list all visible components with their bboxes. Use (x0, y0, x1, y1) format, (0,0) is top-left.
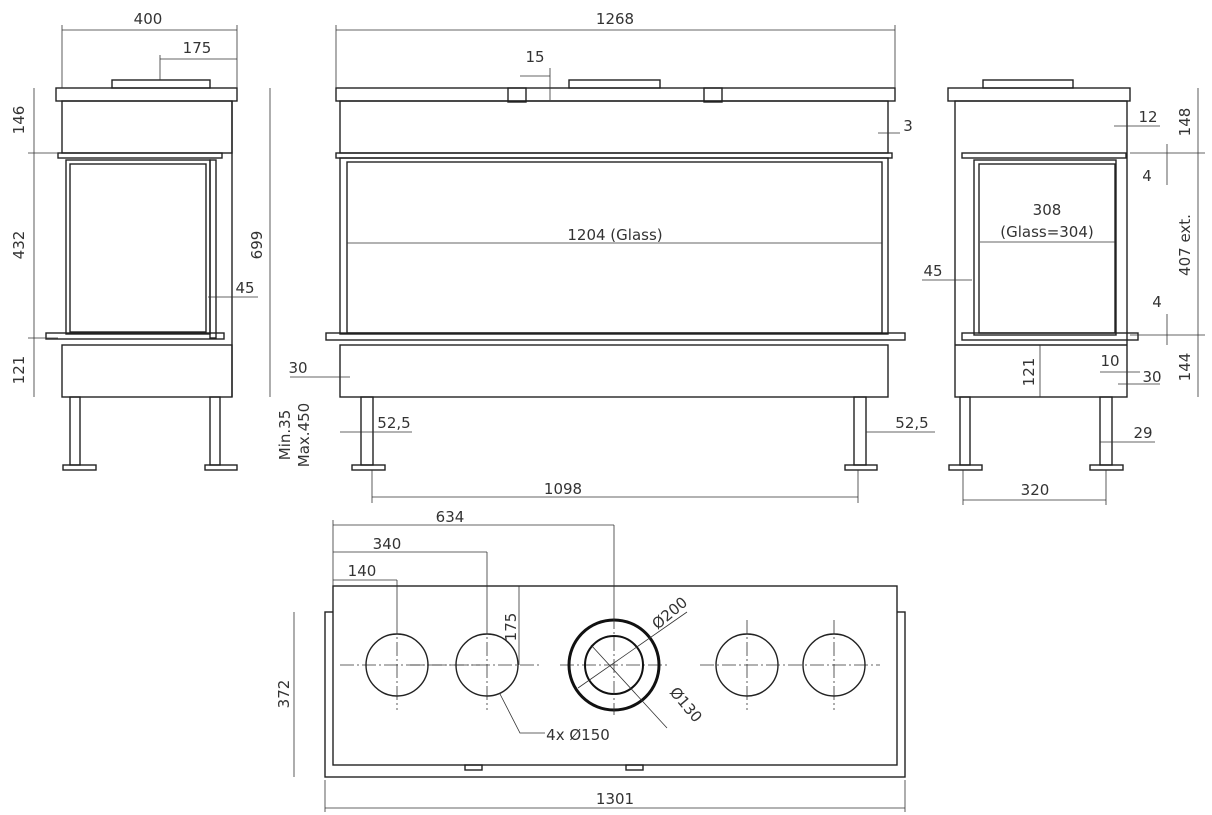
dim-right-gap-top: 4 (1142, 167, 1152, 185)
dim-top-dist-1: 140 (348, 562, 377, 580)
dim-front-top-offset: 15 (525, 48, 544, 66)
dim-front-glass-width: 1204 (Glass) (567, 226, 662, 244)
dim-front-width: 1268 (596, 10, 634, 28)
dim-right-h-top: 148 (1176, 108, 1194, 137)
dim-left-h-glass: 432 (10, 231, 28, 260)
dim-right-h-glass: 407 ext. (1176, 214, 1194, 276)
dim-top-width: 1301 (596, 790, 634, 808)
dim-right-offset-30: 30 (1142, 368, 1161, 386)
dim-left-h-total: 699 (248, 231, 266, 260)
dim-holes: 4x Ø150 (546, 726, 610, 744)
dim-left-top-offset: 175 (183, 39, 212, 57)
dim-right-leg-offset: 29 (1133, 424, 1152, 442)
dim-front-leg-inset-right: 52,5 (895, 414, 928, 432)
dim-top-center: 634 (436, 508, 465, 526)
dim-front-edge-offset: 30 (288, 359, 307, 377)
dim-left-width: 400 (134, 10, 163, 28)
right-side-view: 12 148 4 308 (Glass=304) 407 ext. 45 4 1… (922, 79, 1205, 505)
dim-front-cap-offset: 3 (903, 117, 913, 135)
dim-right-glass-depth: (Glass=304) (1000, 223, 1094, 241)
flue-hole-3 (715, 620, 779, 710)
dim-front-leg-max: Max.450 (295, 403, 313, 467)
dim-right-depth: 308 (1033, 201, 1062, 219)
dim-top-dist-2: 340 (373, 535, 402, 553)
dim-left-h-top: 146 (10, 106, 28, 135)
flue-hole-2 (455, 620, 519, 710)
dim-right-leg-span: 320 (1021, 481, 1050, 499)
top-view: 634 340 140 175 372 1301 Ø200 Ø130 4x Ø1… (275, 508, 906, 812)
dim-top-depth-center: 175 (502, 613, 520, 642)
dim-right-cap-offset: 12 (1138, 108, 1157, 126)
dim-left-side-gap: 45 (235, 279, 254, 297)
dim-left-h-bottom: 121 (10, 356, 28, 385)
dim-right-h-bottom: 144 (1176, 353, 1194, 382)
dim-right-side-gap: 45 (923, 262, 942, 280)
dim-front-leg-min: Min.35 (276, 410, 294, 460)
flue-hole-4 (802, 620, 866, 710)
dim-right-h-bottom-inner: 121 (1020, 358, 1038, 387)
dim-right-gap-bottom: 4 (1152, 293, 1162, 311)
flue-main (567, 611, 688, 729)
front-view: 1268 15 3 1204 (Glass) 30 52,5 52,5 Min.… (276, 10, 935, 503)
dim-front-leg-inset-left: 52,5 (377, 414, 410, 432)
dim-front-leg-span: 1098 (544, 480, 582, 498)
dim-right-offset-10: 10 (1100, 352, 1119, 370)
flue-hole-1 (365, 620, 429, 710)
dim-top-depth: 372 (275, 680, 293, 709)
left-side-view: 400 175 146 432 121 699 45 (10, 10, 271, 471)
